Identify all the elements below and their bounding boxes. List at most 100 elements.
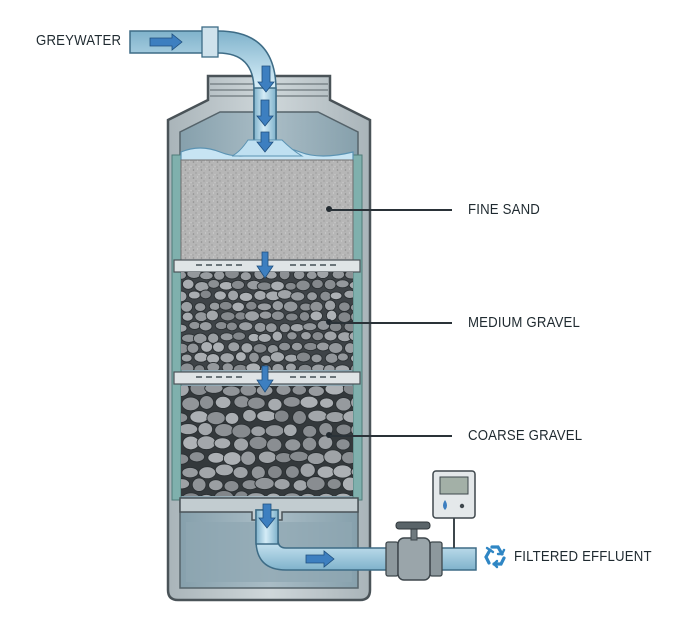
gravel-stone [235,351,247,362]
gravel-stone [303,341,318,352]
gravel-stone [271,362,285,370]
gravel-stone [240,450,257,466]
gravel-stone [193,351,209,363]
gravel-stone [285,312,299,322]
gravel-stone [222,451,242,466]
gravel-stone [245,300,258,311]
water-drop-icon [443,500,447,510]
gravel-stone [348,281,353,290]
gravel-stone [233,490,250,496]
gravel-stone [181,386,190,397]
gravel-stone [187,290,201,300]
gravel-stone [181,278,195,290]
gravel-stone [206,411,226,426]
gravel-stone [232,331,246,341]
left-liner [171,154,182,501]
outlet-label: FILTERED EFFLUENT [514,548,652,565]
gravel-stone [283,300,299,313]
gravel-stone [271,310,285,321]
coarse-gravel-pointer-dot [326,432,332,438]
coarse-gravel-leader [330,435,452,437]
gravel-stone [231,423,252,439]
gravel-stone [266,492,281,496]
gravel-stone [335,438,351,451]
right-liner [352,154,363,501]
gravel-stone [350,312,353,322]
gravel-stone [265,322,278,334]
inlet-label: GREYWATER [36,32,122,49]
gravel-stone [239,272,252,282]
gravel-stone [225,321,238,332]
gravel-stone [258,310,273,320]
gravel-stone [204,386,224,394]
gravel-stone [306,452,326,465]
gravel-stone [248,351,260,364]
gravel-stone [316,465,335,479]
gravel-stone [323,330,338,342]
gravel-stone [298,311,311,322]
gravel-stone [192,332,208,345]
gravel-stone [341,476,353,492]
gravel-stone [266,437,283,453]
gravel-stone [206,361,221,370]
gravel-stone [186,342,200,354]
gravel-stone [323,278,337,291]
gravel-stone [350,354,353,363]
gravel-stone [181,362,195,370]
gravel-stone [317,435,334,450]
gravel-stone [242,408,257,423]
gravel-stone [232,466,249,479]
gravel-stone [350,397,353,408]
gravel-stone [302,424,318,438]
gravel-stone [214,395,232,409]
gravel-stone [231,279,245,290]
gravel-stone [344,342,353,354]
gravel-stone [219,352,235,364]
gravel-stone [285,465,300,479]
gravel-stone [260,354,272,364]
gravel-stone [213,272,226,281]
gravel-stone [306,291,318,302]
gravel-stone [257,450,277,464]
gravel-stone [276,289,293,300]
gravel-stone [325,411,345,423]
gravel-stone [267,397,283,412]
gravel-stone [181,453,190,465]
gravel-stone [291,386,307,396]
gravel-stone [213,290,227,301]
gravel-stone [283,492,301,496]
gravel-stone [284,281,297,291]
gravel-stone [238,321,254,332]
gravel-stone [188,320,201,330]
gravel-stone [250,425,267,437]
gravel-stone [194,311,209,322]
gravel-stone [316,272,330,279]
fine-sand-leader [330,209,452,211]
gravel-stone [181,396,201,412]
gravel-stone [233,437,250,452]
gravel-stone [227,341,241,353]
gravel-stone [270,280,285,292]
gravel-stone [324,299,337,312]
gravel-stone [273,478,291,491]
gravel-stone [182,492,200,496]
gravel-stone [256,281,273,291]
gravel-stone [224,272,240,280]
gravel-stone [326,478,342,490]
gravel-stone [334,364,351,370]
gravel-stone [200,341,214,353]
gravel-stone [300,492,316,496]
gravel-stone [348,331,353,342]
gravel-stone [350,424,353,435]
controller-screen [439,476,469,495]
gravel-stone [318,492,334,496]
gravel-stone [316,341,330,352]
gravel-stone [292,410,307,425]
medium-gravel-leader [330,322,452,324]
gravel-stone [199,289,212,300]
gravel-stone [188,451,206,463]
gravel-stone [307,409,328,423]
gravel-stone [284,438,302,452]
